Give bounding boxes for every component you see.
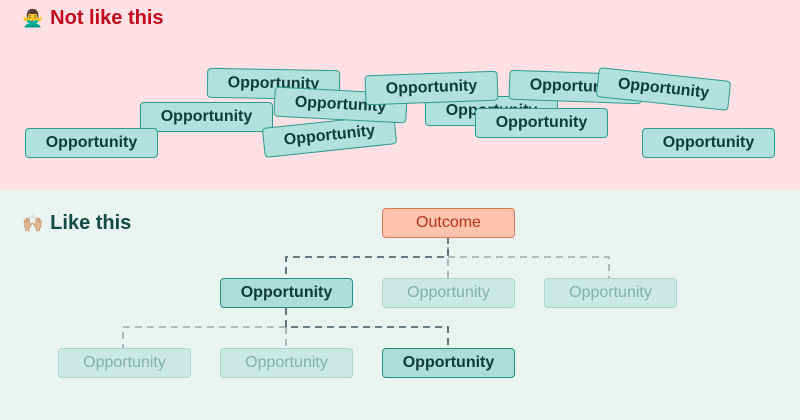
tree-opportunity-faded-level1-right: Opportunity	[544, 278, 677, 308]
bad-example-title: Not like this	[50, 7, 164, 29]
person-gesturing-no-icon: 🙅‍♂️	[22, 8, 44, 29]
tree-opportunity-active-level2: Opportunity	[382, 348, 515, 378]
scattered-opportunity-11: Opportunity	[642, 128, 775, 158]
good-example-heading: 🙌🏼 Like this	[22, 212, 131, 235]
tree-opportunity-active-level1: Opportunity	[220, 278, 353, 308]
scattered-opportunity-3: Opportunity	[25, 128, 158, 158]
raising-hands-icon: 🙌🏼	[22, 213, 44, 234]
tree-opportunity-faded-level1-middle: Opportunity	[382, 278, 515, 308]
outcome-node: Outcome	[382, 208, 515, 238]
good-example-title: Like this	[50, 212, 132, 234]
bad-example-heading: 🙅‍♂️ Not like this	[22, 7, 164, 30]
scattered-opportunity-7: Opportunity	[364, 70, 499, 106]
scattered-opportunity-9: Opportunity	[475, 108, 608, 138]
active-link-outcome-to-left	[285, 237, 449, 278]
tree-opportunity-faded-level2-middle: Opportunity	[220, 348, 353, 378]
scattered-opportunity-2: Opportunity	[140, 102, 273, 132]
faded-link-outcome-to-right	[448, 256, 610, 278]
tree-connectors	[122, 237, 610, 348]
faded-link-to-bottom-left	[122, 326, 286, 348]
active-link-left-to-bottom-right	[285, 308, 449, 348]
tree-opportunity-faded-level2-left: Opportunity	[58, 348, 191, 378]
